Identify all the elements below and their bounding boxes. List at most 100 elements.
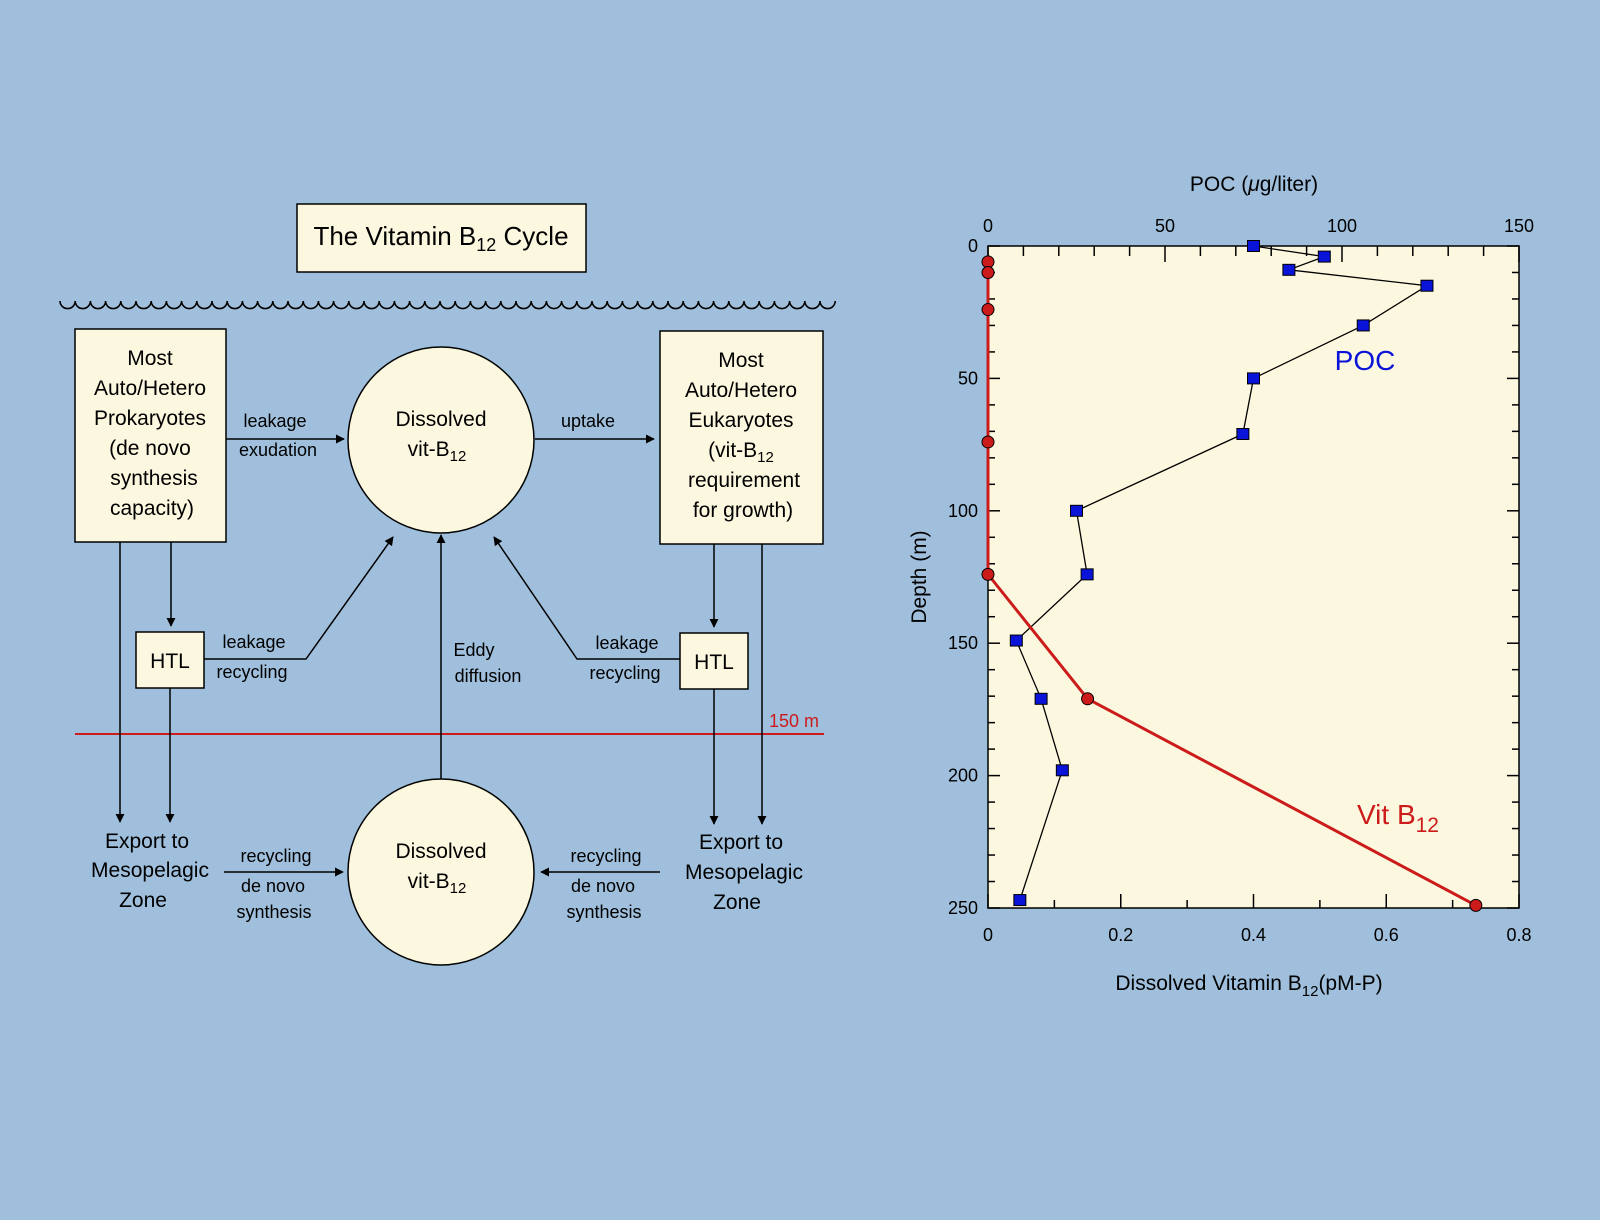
sea-surface-wave [59, 300, 836, 310]
poc-point [1034, 692, 1048, 705]
y-axis-label: Depth (m) [908, 530, 931, 623]
eukaryotes-box-text: Most Auto/Hetero Eukaryotes (vit-B12 req… [685, 349, 800, 522]
htl-right-label: HTL [694, 651, 734, 674]
poc-series-label: POC [1335, 345, 1396, 376]
prokaryotes-line: Auto/Hetero [94, 377, 206, 400]
vitamin-cycle-diagram: The Vitamin B12 Cycle Most Auto/Hetero P… [59, 203, 836, 966]
export-left-line: Zone [119, 889, 167, 912]
eukaryotes-line: Auto/Hetero [685, 379, 797, 402]
vitb12-point [1469, 898, 1483, 912]
top-circle-line: vit-B12 [408, 438, 467, 465]
plot-area [987, 245, 1520, 909]
leakage-label: leakage [243, 411, 306, 431]
export-left-line: Mesopelagic [91, 859, 209, 882]
y-tick-label: 0 [968, 236, 978, 256]
eukaryotes-line: requirement [688, 469, 800, 492]
htl-left-recycling-arrow [204, 536, 394, 660]
poc-point [1247, 240, 1260, 252]
prokaryotes-line: (de novo [109, 437, 191, 460]
htl-right-box [679, 632, 749, 690]
depth-150m-label: 150 m [769, 711, 819, 731]
arrow-labels: leakage exudation uptake leakage recycli… [216, 411, 660, 922]
top-tick-label: 100 [1327, 216, 1357, 236]
export-right-line: Zone [713, 891, 761, 914]
bottom-left-recycling-label: recycling [240, 846, 311, 866]
series-layer [981, 240, 1483, 912]
bottom-circle-line: vit-B12 [408, 870, 467, 897]
prokaryotes-box-text: Most Auto/Hetero Prokaryotes (de novo sy… [94, 347, 206, 520]
prokaryotes-box [74, 328, 227, 543]
vitb12-point [981, 303, 995, 317]
htl-right-recycling-arrow [493, 536, 680, 660]
y-tick-label: 100 [948, 501, 978, 521]
bottom-tick-label: 0 [983, 925, 993, 945]
htl-right-recycling-label: recycling [589, 663, 660, 683]
export-right-label: Export to Mesopelagic Zone [685, 831, 803, 914]
eukaryotes-line: Most [718, 349, 764, 372]
top-tick-label: 0 [983, 216, 993, 236]
htl-left-leakage-label: leakage [222, 632, 285, 652]
y-tick-label: 150 [948, 633, 978, 653]
vitb12-point [981, 265, 995, 279]
vitb12-point [981, 567, 995, 581]
exudation-label: exudation [239, 440, 317, 460]
dissolved-b12-top-circle [347, 346, 535, 534]
poc-point [1013, 894, 1027, 907]
htl-left-label: HTL [150, 650, 190, 673]
bottom-right-recycling-label: recycling [570, 846, 641, 866]
depth-profile-chart: 0 50 100 150 0 0.2 0.4 0.6 0.8 0 50 100 150 200 250 PO… [908, 173, 1534, 1000]
poc-point [1055, 764, 1069, 777]
bottom-right-synthesis-label: synthesis [566, 902, 641, 922]
top-circle-line: Dissolved [395, 408, 486, 431]
prokaryotes-line: Prokaryotes [94, 407, 206, 430]
bottom-tick-label: 0.8 [1506, 925, 1531, 945]
bottom-left-denovo-label: de novo [241, 876, 305, 896]
diagram-title: The Vitamin B12 Cycle [313, 221, 568, 255]
eukaryotes-line: for growth) [693, 499, 793, 522]
bottom-tick-label: 0.2 [1108, 925, 1133, 945]
y-tick-label: 250 [948, 898, 978, 918]
htl-left-box [135, 631, 205, 689]
bottom-tick-label: 0.6 [1374, 925, 1399, 945]
poc-point [1317, 250, 1331, 263]
diagram-arrows [115, 434, 767, 877]
top-tick-label: 150 [1504, 216, 1534, 236]
export-right-line: Export to [699, 831, 783, 854]
title-box [296, 203, 587, 273]
bottom-axis-label: Dissolved Vitamin B12(pM-P) [1115, 972, 1382, 1000]
eukaryotes-line: Eukaryotes [688, 409, 793, 432]
htl-left-recycling-label: recycling [216, 662, 287, 682]
bottom-right-denovo-label: de novo [571, 876, 635, 896]
bottom-tick-label: 0.4 [1241, 925, 1266, 945]
y-tick-label: 50 [958, 368, 978, 388]
export-left-line: Export to [105, 830, 189, 853]
poc-point [1070, 504, 1083, 517]
bottom-circle-line: Dissolved [395, 840, 486, 863]
poc-point [1420, 279, 1434, 292]
eddy-label: Eddy [453, 640, 494, 660]
poc-point [1282, 263, 1296, 276]
export-right-line: Mesopelagic [685, 861, 803, 884]
prokaryotes-line: Most [127, 347, 173, 370]
top-axis-label: POC (μg/liter) [1190, 173, 1318, 196]
poc-point [1080, 568, 1094, 581]
vitb12-series-label: Vit B12 [1357, 799, 1439, 837]
vitb12-point [1081, 692, 1095, 706]
poc-point [1009, 634, 1023, 647]
eukaryotes-box [659, 330, 824, 545]
export-left-label: Export to Mesopelagic Zone [91, 830, 209, 912]
vitb12-point [981, 435, 995, 449]
poc-point [1236, 428, 1250, 441]
htl-right-leakage-label: leakage [595, 633, 658, 653]
prokaryotes-line: capacity) [110, 497, 194, 520]
prokaryotes-line: synthesis [110, 467, 198, 490]
y-tick-label: 200 [948, 766, 978, 786]
poc-point [1356, 319, 1370, 332]
bottom-left-synthesis-label: synthesis [236, 902, 311, 922]
poc-point [1247, 372, 1260, 385]
diffusion-label: diffusion [455, 666, 522, 686]
top-tick-label: 50 [1155, 216, 1175, 236]
eukaryotes-line: (vit-B12 [708, 439, 774, 466]
